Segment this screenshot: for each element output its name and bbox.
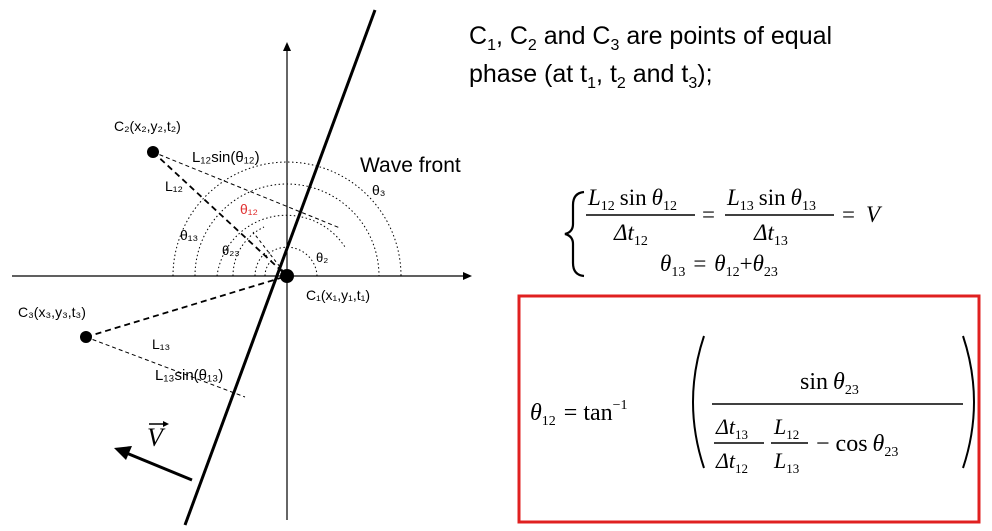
y-axis-arrowhead — [283, 42, 291, 51]
l12-line — [152, 151, 288, 277]
l13-sin-label: L₁₃sin(θ₁₃) — [155, 367, 223, 384]
dt13-numerator: Δt13 — [715, 414, 748, 442]
theta12-label: θ₁₂ — [240, 201, 258, 217]
eq-sign-1: = — [702, 202, 715, 227]
header-line-2: phase (at t1, t2 and t3); — [469, 60, 713, 92]
header-text: C1, C2 and C3 are points of equal phase … — [469, 22, 832, 92]
diagram: V Wave front C₂(x₂,y₂,t₂) C₃(x₃,y₃,t₃) C… — [12, 9, 472, 526]
arc-inner — [254, 252, 266, 277]
v-arrow-line — [123, 450, 193, 482]
frac1-denominator: Δt12 — [613, 220, 648, 249]
c3-label: C₃(x₃,y₃,t₃) — [18, 304, 86, 320]
l13-sin-line — [85, 336, 246, 398]
arc-theta12 — [216, 214, 346, 277]
wave-front-label: Wave front — [360, 154, 461, 177]
eq-sign-2: = — [842, 202, 855, 227]
result-lhs: θ12= tan−1 — [530, 398, 628, 429]
l13-line — [85, 275, 288, 338]
theta3-label: θ₃ — [372, 182, 386, 198]
l13-denominator: L13 — [773, 448, 799, 476]
dt12-denominator: Δt12 — [715, 448, 748, 476]
x-axis-arrowhead — [463, 272, 472, 280]
v-arrow-overbar-head — [163, 421, 169, 427]
theta23-label: θ₂₃ — [222, 243, 240, 258]
system-brace — [564, 190, 585, 278]
theta23-guide — [252, 231, 288, 277]
frac2-denominator: Δt13 — [753, 220, 788, 249]
c1-label: C₁(x₁,y₁,t₁) — [306, 287, 370, 303]
l13-label: L₁₃ — [152, 336, 170, 352]
theta13-equation: θ13=θ12+θ23 — [660, 251, 778, 280]
result-box-border — [517, 294, 981, 524]
v-arrow-head — [114, 446, 132, 460]
arc-inner-2 — [264, 259, 273, 277]
arc-theta3 — [194, 183, 380, 277]
point-c1 — [280, 269, 294, 283]
l12-label: L₁₂ — [165, 178, 183, 194]
left-paren — [692, 335, 705, 469]
header-line-1: C1, C2 and C3 are points of equal — [469, 22, 832, 54]
c2-label: C₂(x₂,y₂,t₂) — [114, 118, 181, 134]
point-c3 — [80, 331, 92, 343]
l12-sin-label: L₁₂sin(θ₁₂) — [192, 149, 260, 166]
point-c2 — [147, 146, 159, 158]
arc-theta2 — [263, 246, 318, 277]
v-arrow-label: V — [147, 423, 166, 452]
right-paren — [962, 335, 975, 469]
l12-numerator: L12 — [773, 414, 799, 442]
wave-front-line — [183, 9, 377, 526]
l12-sin-line — [152, 151, 341, 229]
theta13-label: θ₁₃ — [180, 227, 198, 243]
velocity-symbol: V — [866, 202, 883, 227]
theta2-label: θ₂ — [316, 250, 328, 265]
